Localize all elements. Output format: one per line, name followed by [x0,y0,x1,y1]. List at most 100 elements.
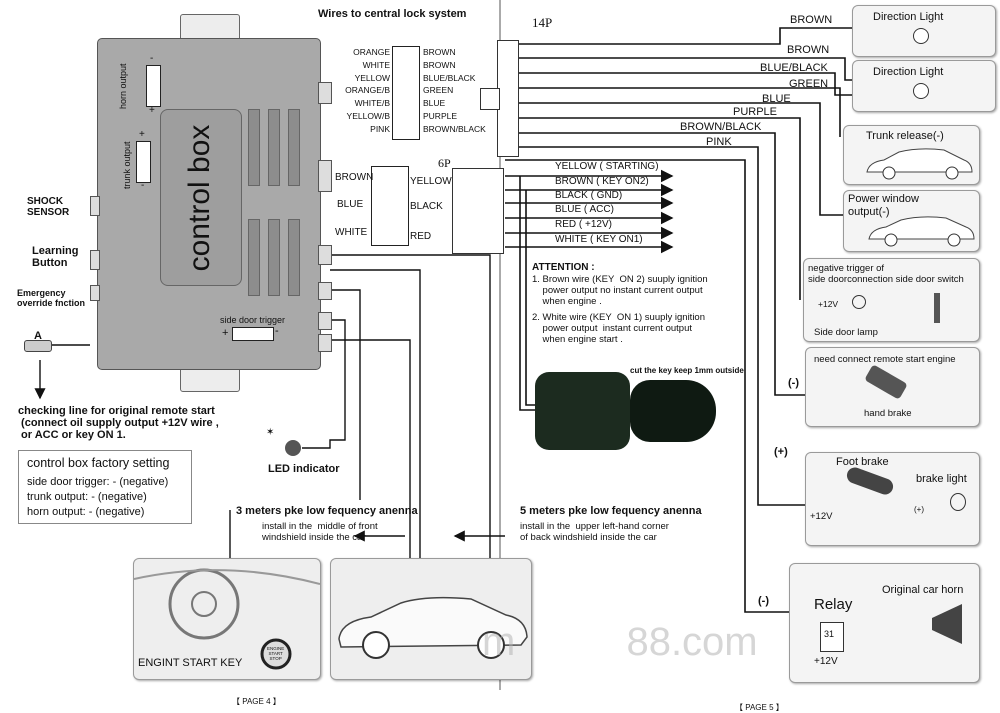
emergency-override-label: Emergency override fnction [17,288,86,308]
bulb-icon [913,28,929,44]
polarity-label: (-) [788,377,799,389]
vent [248,109,260,186]
lock-wire-label-right: GREEN [423,85,454,96]
car-photo [330,558,532,680]
ignition-cylinder-icon [535,372,630,450]
vent [288,109,300,186]
antenna-wires [34,254,505,605]
horn-panel: Relay Original car horn 31 +12V [789,563,980,683]
output-wires [505,27,852,613]
antenna-3m-desc: install in the middle of front windshiel… [262,521,378,543]
trunk-release-panel: Trunk release(-) [843,125,980,185]
lock-wire-label-left: WHITE/B [354,98,390,109]
output-wire-label: BLUE/BLACK [760,62,828,74]
watermark: m 88.com [482,620,758,664]
vent [248,219,260,296]
lamp-icon [852,295,866,309]
start-stop-button: ENGINE START STOP [267,646,285,661]
remote-start-panel: need connect remote start engine hand br… [805,347,980,427]
attention-title: ATTENTION : [532,262,595,273]
car-key-icon [630,380,716,442]
side-door-trigger-label: side door trigger [220,315,286,325]
factory-setting-box: control box factory setting side door tr… [18,450,192,524]
sedan-icon [338,596,528,659]
lock-wire-label-left: PINK [370,123,390,134]
trunk-output-port [136,141,151,183]
learning-button-port[interactable] [90,250,100,270]
lock-wire-label-right: PURPLE [423,111,458,121]
checking-line-note: checking line for original remote start … [18,405,219,441]
output-wire-label: BROWN [790,14,833,26]
car-icon [868,216,975,247]
page-number-4: 【 PAGE 4 】 [232,697,281,706]
factory-setting-line: horn output: - (negative) [27,506,145,518]
antenna-port [318,334,332,352]
antenna-port [318,245,332,265]
direction-light-panel-2: Direction Light [852,60,996,112]
ignition-wire-label: BROWN ( KEY ON2) [555,176,649,187]
output-wire-label: BLUE [762,93,791,105]
lock-wire-label-right: BROWN [423,47,456,57]
led-icon [285,440,301,456]
polarity-label: (+) [774,446,788,458]
output-wire-label: BROWN [787,44,830,56]
antenna-5m-title: 5 meters pke low fequency anenna [520,505,702,517]
output-wire-label: PINK [706,136,732,148]
relay-label: Relay [814,596,853,613]
vent [268,109,280,186]
antenna-3m-title: 3 meters pke low fequency anenna [236,505,418,517]
connector-14p-label: 14P [532,15,553,30]
attention-item: 2. White wire (KEY ON 1) suuply ignition… [532,312,706,345]
ignition-wire-label: YELLOW ( STARTING) [555,161,659,172]
connector-6p [371,166,409,246]
ignition-wire-label: BLACK ( GND) [555,190,623,201]
lock-port [318,82,332,104]
horn-output-label: horn output [118,63,128,109]
brake-light-icon [950,493,966,511]
lock-connector [392,46,420,140]
checkpoint-a-label: A [34,330,42,342]
control-box-title: control box [183,124,216,272]
output-wire-label: BROWN/BLACK [680,121,762,133]
bulb-icon [913,83,929,99]
label-plate [160,109,242,286]
power-window-panel: Power window output(-) [843,190,980,252]
lock-wire-label-left: YELLOW [354,72,390,83]
lock-wire-label-left: YELLOW/B [346,111,390,121]
emergency-port [90,285,100,301]
side-door-trigger-port [232,327,274,341]
hand-brake-icon [864,364,908,400]
central-lock-title: Wires to central lock system [318,8,467,20]
antenna-5m-desc: install in the upper left-hand corner of… [520,521,669,543]
ignition-wires [505,169,674,411]
ignition-wire-label: BLUE ( ACC) [555,204,614,215]
side-door-panel: negative trigger of side doorconnection … [803,258,980,342]
output-wire-label: PURPLE [733,106,778,118]
lock-wire-label-left: ORANGE/B [345,85,390,96]
led-port [318,312,332,330]
connector-14p-latch [480,88,500,110]
ignition-wire-label: RED ( +12V) [555,219,612,230]
vent [268,219,280,296]
probe-connector-icon [24,340,52,352]
horn-output-port [146,65,161,107]
shock-sensor-label: SHOCK SENSOR [27,196,70,218]
foot-brake-panel: Foot brake brake light +12V (+) [805,452,980,546]
vent [288,219,300,296]
trunk-output-label: trunk output [122,141,132,189]
factory-setting-line: side door trigger: - (negative) [27,476,169,488]
page-number-5: 【 PAGE 5 】 [735,703,784,712]
car-icon [866,148,973,180]
attention-item: 1. Brown wire (KEY ON 2) suuply ignition… [532,274,708,307]
lock-wire-label-left: WHITE [362,59,390,70]
polarity-label: (-) [758,595,769,607]
engine-start-key-label: ENGINT START KEY [138,657,243,669]
ignition-port [318,160,332,192]
relay-icon: 31 [820,622,844,652]
key-note: cut the key keep 1mm outside [630,366,744,375]
factory-setting-title: control box factory setting [27,456,170,470]
control-box: control box horn output - + trunk output… [97,38,321,370]
ignition-wire-label: WHITE ( KEY ON1) [555,234,643,245]
horn-icon [932,604,962,644]
led-indicator-label: LED indicator [268,463,340,475]
